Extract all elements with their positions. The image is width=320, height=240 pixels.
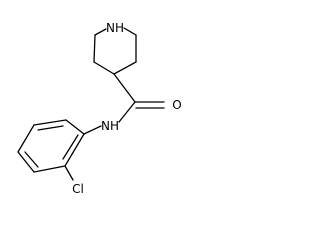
bond-meta2-ortho-cl	[33, 165, 66, 173]
chlorine-label: Cl	[72, 182, 84, 196]
bond-c5-c4	[113, 61, 137, 75]
carbonyl-oxygen-label: O	[172, 98, 181, 112]
bond-ortho-cl-ipso-inner	[62, 134, 79, 160]
bond-n1-c6	[123, 27, 137, 36]
bond-ortho-h-meta-inner	[37, 125, 64, 131]
bond-ortho-cl-ipso	[64, 133, 85, 167]
bond-meta-para	[17, 124, 35, 153]
bond-ipso-ortho-h	[65, 119, 85, 135]
bond-c4-c3	[93, 61, 115, 75]
bond-c2-n1	[94, 28, 107, 36]
piperidine-ring	[93, 27, 137, 75]
amide-nitrogen-label: NH	[101, 119, 119, 133]
bond-carbonyl-amide-n	[118, 101, 136, 123]
bond-para-meta2	[17, 151, 35, 173]
bond-c4-carbonyl	[113, 73, 136, 103]
chlorophenyl-ring	[17, 119, 102, 181]
bond-c3-c2	[93, 34, 96, 63]
bond-para-meta2-inner	[24, 151, 39, 168]
bond-ortho-h-meta	[33, 119, 67, 126]
bond-ortho-chlorine	[64, 165, 74, 181]
ring-nitrogen-label: NH	[106, 21, 124, 35]
carboxamide-group	[113, 73, 165, 123]
chemical-structure-diagram: NH O NH Cl	[17, 21, 182, 196]
bond-amide-n-ipso	[83, 125, 102, 135]
